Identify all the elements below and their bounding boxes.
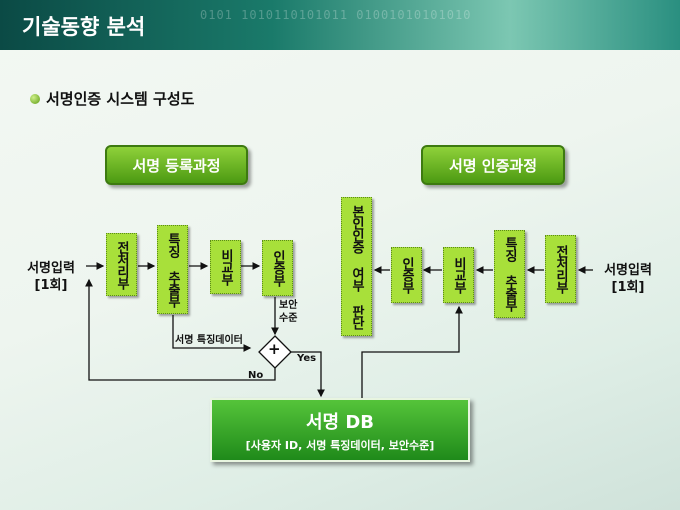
db-title: 서명 DB (305, 412, 375, 433)
yes-label: Yes (297, 353, 317, 364)
reg-auth-box: 인증부 (262, 240, 293, 296)
security-level-label: 보안 수준 (279, 300, 298, 324)
auth-auth-box: 인증부 (391, 247, 422, 303)
db-fields: [사용자 ID, 서명 특징데이터, 보안수준] (245, 439, 435, 452)
reg-compare-box: 비교부 (210, 240, 241, 294)
reg-preprocess-box: 전처리부 (106, 233, 137, 296)
registration-input-label: 서명입력[1회] (27, 261, 75, 293)
binary-decoration: 0101 1010110101011 01001010101010 (200, 8, 472, 22)
section-subtitle: 서명인증 시스템 구성도 (30, 88, 194, 109)
title-banner: 0101 1010110101011 01001010101010 기술동향 분… (0, 0, 680, 50)
auth-feature-extract-box: 특징 추출부 (494, 230, 525, 318)
feature-data-label: 서명 특징데이터 (175, 335, 243, 346)
bullet-icon (30, 93, 40, 104)
page-title: 기술동향 분석 (22, 15, 146, 39)
auth-compare-box: 비교부 (443, 247, 474, 303)
authentication-header: 서명 인증과정 (421, 145, 565, 185)
signature-db: 서명 DB [사용자 ID, 서명 특징데이터, 보안수준] (210, 398, 470, 462)
subtitle-text: 서명인증 시스템 구성도 (46, 90, 195, 108)
combine-symbol: + (268, 340, 281, 358)
auth-decision-box: 본인인증 여부 판단 (341, 197, 372, 336)
auth-preprocess-box: 전처리부 (545, 235, 576, 303)
registration-header: 서명 등록과정 (105, 145, 248, 185)
authentication-input-label: 서명입력[1회] (604, 263, 652, 295)
no-label: No (248, 370, 264, 381)
reg-feature-extract-box: 특징 추출부 (157, 225, 188, 314)
